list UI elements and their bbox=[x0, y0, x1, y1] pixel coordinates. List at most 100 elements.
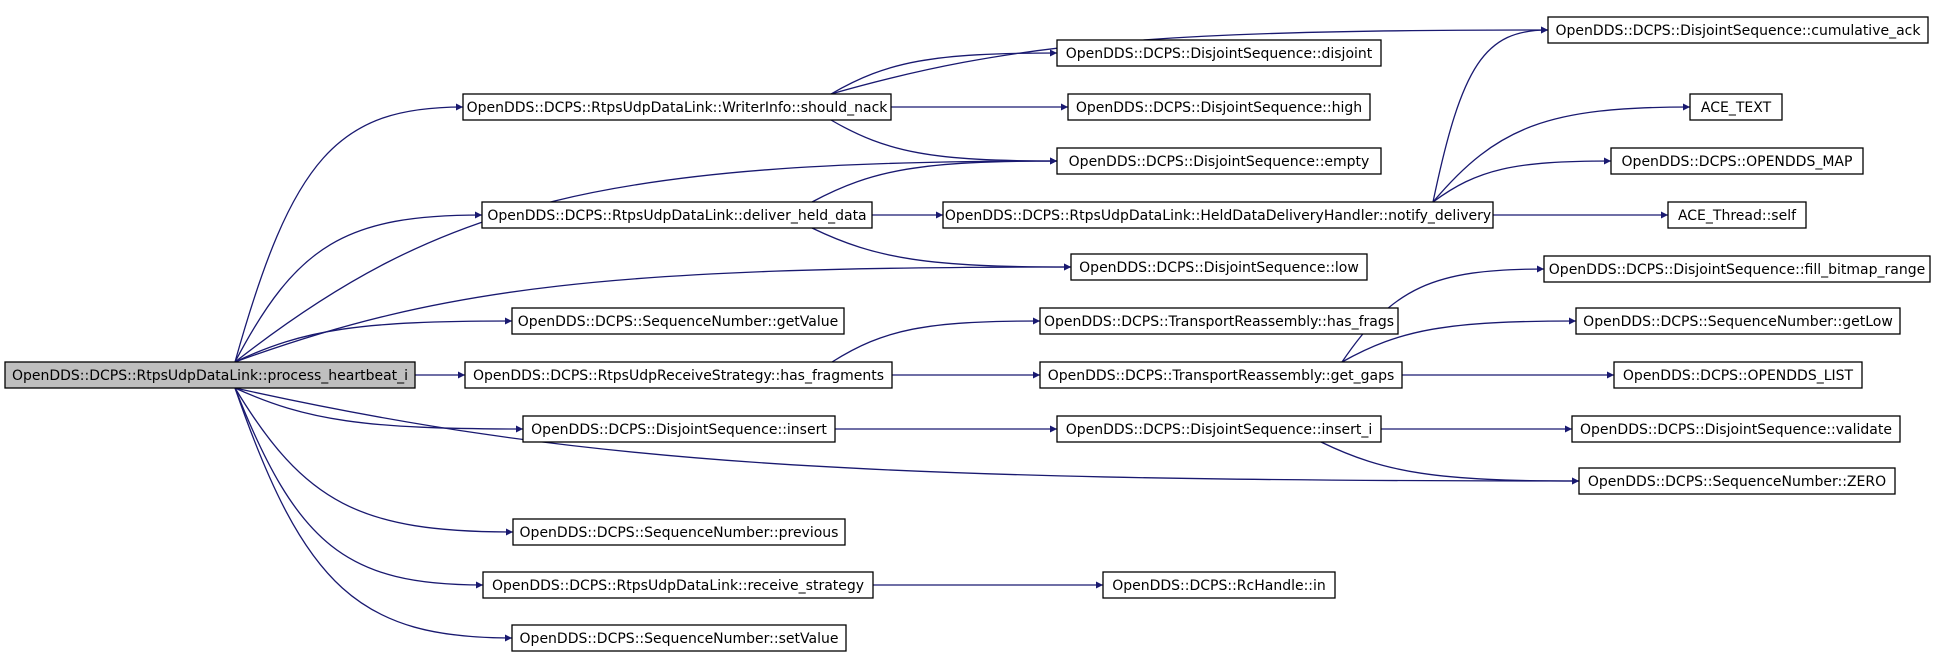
node-label: OpenDDS::DCPS::OPENDDS_MAP bbox=[1622, 154, 1853, 170]
node-box bbox=[1070, 253, 1368, 281]
node-label: OpenDDS::DCPS::DisjointSequence::insert bbox=[531, 422, 827, 438]
node-label: OpenDDS::DCPS::RcHandle::in bbox=[1112, 578, 1326, 594]
node-box bbox=[1102, 571, 1336, 599]
node-label: OpenDDS::DCPS::SequenceNumber::ZERO bbox=[1588, 474, 1886, 490]
node-box bbox=[1575, 307, 1901, 335]
node-box bbox=[4, 361, 416, 389]
edge-n20-to-n22 bbox=[1320, 441, 1580, 485]
node-label: OpenDDS::DCPS::DisjointSequence::high bbox=[1076, 100, 1362, 116]
node-box bbox=[1610, 147, 1864, 175]
function-node[interactable]: OpenDDS::DCPS::DisjointSequence::low bbox=[1070, 253, 1368, 281]
node-box bbox=[481, 201, 873, 229]
node-label: OpenDDS::DCPS::RtpsUdpDataLink::process_… bbox=[12, 368, 408, 384]
node-label: OpenDDS::DCPS::SequenceNumber::setValue bbox=[520, 631, 839, 647]
function-node[interactable]: OpenDDS::DCPS::RtpsUdpReceiveStrategy::h… bbox=[464, 361, 893, 389]
function-node[interactable]: OpenDDS::DCPS::SequenceNumber::ZERO bbox=[1578, 467, 1896, 495]
node-box bbox=[464, 361, 893, 389]
function-node[interactable]: OpenDDS::DCPS::RtpsUdpDataLink::receive_… bbox=[482, 571, 874, 599]
function-node[interactable]: OpenDDS::DCPS::DisjointSequence::disjoin… bbox=[1056, 39, 1382, 67]
node-box bbox=[522, 415, 836, 443]
node-box bbox=[511, 624, 847, 652]
function-node[interactable]: OpenDDS::DCPS::DisjointSequence::fill_bi… bbox=[1543, 255, 1931, 283]
edge-n7-to-n2 bbox=[1432, 26, 1549, 203]
node-layer: OpenDDS::DCPS::RtpsUdpDataLink::process_… bbox=[4, 16, 1931, 652]
function-node[interactable]: OpenDDS::DCPS::DisjointSequence::insert bbox=[522, 415, 836, 443]
function-node[interactable]: OpenDDS::DCPS::RtpsUdpDataLink::HeldData… bbox=[942, 201, 1494, 229]
node-box bbox=[1067, 93, 1371, 121]
function-node[interactable]: OpenDDS::DCPS::TransportReassembly::get_… bbox=[1039, 361, 1403, 389]
node-label: OpenDDS::DCPS::DisjointSequence::low bbox=[1079, 260, 1359, 276]
function-node[interactable]: ACE_Thread::self bbox=[1667, 201, 1807, 229]
root-function-node[interactable]: OpenDDS::DCPS::RtpsUdpDataLink::process_… bbox=[4, 361, 416, 389]
function-node[interactable]: OpenDDS::DCPS::SequenceNumber::getValue bbox=[511, 307, 845, 335]
edge-n0-to-n22 bbox=[234, 387, 1580, 485]
node-box bbox=[1667, 201, 1807, 229]
edge-n0-to-n5 bbox=[234, 157, 1058, 363]
function-node[interactable]: OpenDDS::DCPS::DisjointSequence::validat… bbox=[1571, 415, 1901, 443]
edge-n0-to-n23 bbox=[234, 387, 514, 536]
function-node[interactable]: OpenDDS::DCPS::RtpsUdpDataLink::deliver_… bbox=[481, 201, 873, 229]
node-label: OpenDDS::DCPS::DisjointSequence::disjoin… bbox=[1066, 46, 1373, 62]
function-node[interactable]: OpenDDS::DCPS::DisjointSequence::cumulat… bbox=[1547, 16, 1929, 44]
node-box bbox=[512, 518, 846, 546]
node-box bbox=[1039, 307, 1399, 335]
edge-n0-to-n13 bbox=[234, 317, 513, 363]
edge-layer bbox=[234, 26, 1691, 642]
node-label: OpenDDS::DCPS::DisjointSequence::cumulat… bbox=[1556, 23, 1922, 39]
node-box bbox=[511, 307, 845, 335]
node-box bbox=[1689, 93, 1783, 121]
function-node[interactable]: OpenDDS::DCPS::DisjointSequence::high bbox=[1067, 93, 1371, 121]
edge-n16-to-n14 bbox=[831, 317, 1041, 363]
node-label: OpenDDS::DCPS::OPENDDS_LIST bbox=[1623, 368, 1854, 384]
node-box bbox=[1613, 361, 1863, 389]
node-label: OpenDDS::DCPS::TransportReassembly::has_… bbox=[1044, 314, 1394, 330]
edge-n0-to-n24 bbox=[234, 387, 484, 589]
node-label: OpenDDS::DCPS::SequenceNumber::previous bbox=[520, 525, 839, 541]
node-label: OpenDDS::DCPS::RtpsUdpDataLink::deliver_… bbox=[487, 208, 866, 224]
node-box bbox=[1547, 16, 1929, 44]
function-node[interactable]: OpenDDS::DCPS::TransportReassembly::has_… bbox=[1039, 307, 1399, 335]
node-box bbox=[1056, 39, 1382, 67]
node-box bbox=[942, 201, 1494, 229]
edge-n7-to-n9 bbox=[1432, 157, 1612, 203]
edge-n17-to-n15 bbox=[1341, 317, 1577, 363]
node-box bbox=[1578, 467, 1896, 495]
edge-n1-to-n3 bbox=[830, 49, 1058, 95]
node-label: OpenDDS::DCPS::TransportReassembly::get_… bbox=[1048, 368, 1395, 384]
function-node[interactable]: OpenDDS::DCPS::DisjointSequence::empty bbox=[1056, 147, 1382, 175]
function-node[interactable]: OpenDDS::DCPS::RcHandle::in bbox=[1102, 571, 1336, 599]
edge-n7-to-n8 bbox=[1432, 103, 1691, 203]
node-label: OpenDDS::DCPS::SequenceNumber::getValue bbox=[518, 314, 839, 330]
node-label: OpenDDS::DCPS::RtpsUdpDataLink::receive_… bbox=[492, 578, 864, 594]
function-node[interactable]: OpenDDS::DCPS::SequenceNumber::previous bbox=[512, 518, 846, 546]
function-node[interactable]: OpenDDS::DCPS::OPENDDS_LIST bbox=[1613, 361, 1863, 389]
edge-n1-to-n5 bbox=[830, 119, 1058, 165]
node-box bbox=[1056, 415, 1382, 443]
node-label: ACE_Thread::self bbox=[1678, 208, 1797, 224]
node-label: OpenDDS::DCPS::DisjointSequence::fill_bi… bbox=[1549, 262, 1925, 278]
node-box bbox=[1056, 147, 1382, 175]
edge-n0-to-n6 bbox=[234, 211, 483, 363]
function-node[interactable]: ACE_TEXT bbox=[1689, 93, 1783, 121]
node-label: OpenDDS::DCPS::DisjointSequence::empty bbox=[1069, 154, 1370, 170]
function-node[interactable]: OpenDDS::DCPS::DisjointSequence::insert_… bbox=[1056, 415, 1382, 443]
node-label: OpenDDS::DCPS::DisjointSequence::validat… bbox=[1580, 422, 1892, 438]
edge-n6-to-n5 bbox=[811, 157, 1058, 203]
node-box bbox=[1543, 255, 1931, 283]
node-box bbox=[1571, 415, 1901, 443]
function-node[interactable]: OpenDDS::DCPS::RtpsUdpDataLink::WriterIn… bbox=[462, 93, 892, 121]
node-box bbox=[482, 571, 874, 599]
function-node[interactable]: OpenDDS::DCPS::SequenceNumber::setValue bbox=[511, 624, 847, 652]
node-label: OpenDDS::DCPS::RtpsUdpReceiveStrategy::h… bbox=[473, 368, 884, 384]
function-node[interactable]: OpenDDS::DCPS::OPENDDS_MAP bbox=[1610, 147, 1864, 175]
edge-n0-to-n19 bbox=[234, 387, 524, 433]
node-label: ACE_TEXT bbox=[1701, 100, 1772, 116]
function-node[interactable]: OpenDDS::DCPS::SequenceNumber::getLow bbox=[1575, 307, 1901, 335]
node-box bbox=[1039, 361, 1403, 389]
node-box bbox=[462, 93, 892, 121]
node-label: OpenDDS::DCPS::SequenceNumber::getLow bbox=[1583, 314, 1893, 330]
edge-n0-to-n1 bbox=[234, 103, 464, 363]
edge-n0-to-n26 bbox=[234, 387, 513, 642]
node-label: OpenDDS::DCPS::RtpsUdpDataLink::WriterIn… bbox=[467, 100, 889, 116]
